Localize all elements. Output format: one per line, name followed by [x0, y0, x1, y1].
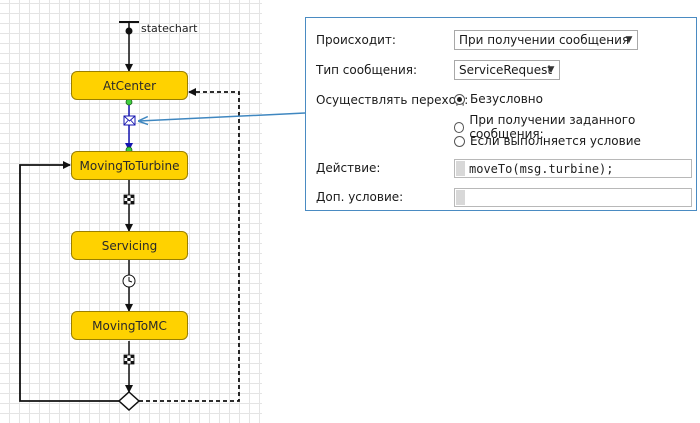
- guard-code-field[interactable]: [454, 188, 692, 207]
- chevron-down-icon: ▼: [547, 65, 555, 75]
- radio-on-specified-message[interactable]: При получении заданного сообщения:: [454, 113, 696, 141]
- action-code-field[interactable]: moveTo(msg.turbine);: [454, 159, 692, 178]
- branch-default-transition[interactable]: [139, 88, 240, 402]
- message-type-dropdown[interactable]: ServiceRequest ▼: [454, 60, 560, 80]
- state-servicing[interactable]: Servicing: [71, 231, 188, 260]
- checkered-flag-icon: [123, 354, 135, 365]
- radio-button[interactable]: [454, 135, 465, 147]
- message-type-label: Тип сообщения:: [316, 63, 418, 77]
- radio-unconditionally[interactable]: Безусловно: [454, 92, 543, 106]
- trigger-dropdown[interactable]: При получении сообщения ▼: [454, 30, 638, 50]
- trigger-value: При получении сообщения: [459, 33, 630, 47]
- action-label: Действие:: [316, 161, 381, 175]
- state-movingtoturbine[interactable]: MovingToTurbine: [71, 151, 188, 180]
- code-gutter: [456, 190, 465, 205]
- radio-button[interactable]: [454, 93, 465, 105]
- callout-arrow: [139, 112, 306, 121]
- branch-transition-to-turbine[interactable]: [19, 161, 119, 402]
- entry-point: [125, 27, 133, 35]
- action-code: moveTo(msg.turbine);: [469, 161, 614, 176]
- radio-button[interactable]: [454, 121, 465, 133]
- diamond-icon[interactable]: [117, 390, 141, 412]
- radio-label: При получении заданного сообщения:: [469, 113, 636, 141]
- state-atcenter[interactable]: AtCenter: [71, 71, 188, 100]
- fire-transition-label: Осуществлять переход:: [316, 93, 469, 107]
- radio-label: Безусловно: [470, 92, 543, 106]
- clock-icon: [122, 274, 136, 288]
- code-gutter: [456, 161, 465, 176]
- envelope-flap: [123, 115, 136, 126]
- radio-if-condition[interactable]: Если выполняется условие: [454, 134, 641, 148]
- message-type-value: ServiceRequest: [459, 63, 553, 77]
- transition-properties-panel: Происходит: При получении сообщения ▼ Ти…: [305, 17, 697, 211]
- state-movingtomc[interactable]: MovingToMC: [71, 311, 188, 340]
- chevron-down-icon: ▼: [625, 35, 633, 45]
- guard-label: Доп. условие:: [316, 190, 404, 204]
- statechart-label: statechart: [141, 22, 198, 35]
- checkered-flag-icon: [123, 194, 135, 205]
- radio-label: Если выполняется условие: [470, 134, 641, 148]
- trigger-label: Происходит:: [316, 33, 396, 47]
